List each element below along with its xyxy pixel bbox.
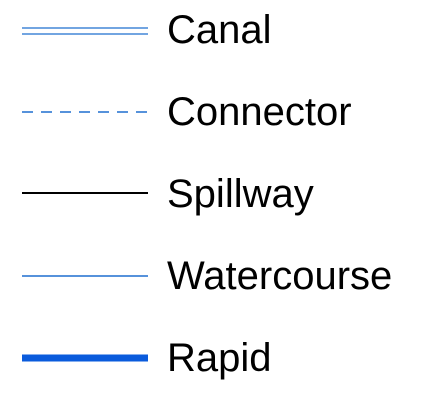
spillway-line-symbol: [22, 192, 148, 194]
legend-label-canal: Canal: [167, 8, 272, 52]
legend-item-canal: Canal: [0, 0, 433, 60]
legend-label-spillway: Spillway: [167, 172, 314, 216]
legend-label-connector: Connector: [167, 90, 352, 134]
legend-item-connector: Connector: [0, 82, 433, 142]
canal-line-symbol: [22, 27, 148, 35]
legend-item-spillway: Spillway: [0, 164, 433, 224]
legend-item-rapid: Rapid: [0, 328, 433, 388]
legend-label-watercourse: Watercourse: [167, 254, 393, 298]
connector-line-symbol: [22, 111, 148, 113]
watercourse-line-symbol: [22, 275, 148, 277]
legend-item-watercourse: Watercourse: [0, 246, 433, 306]
rapid-line-symbol: [22, 354, 148, 362]
legend-label-rapid: Rapid: [167, 336, 272, 380]
